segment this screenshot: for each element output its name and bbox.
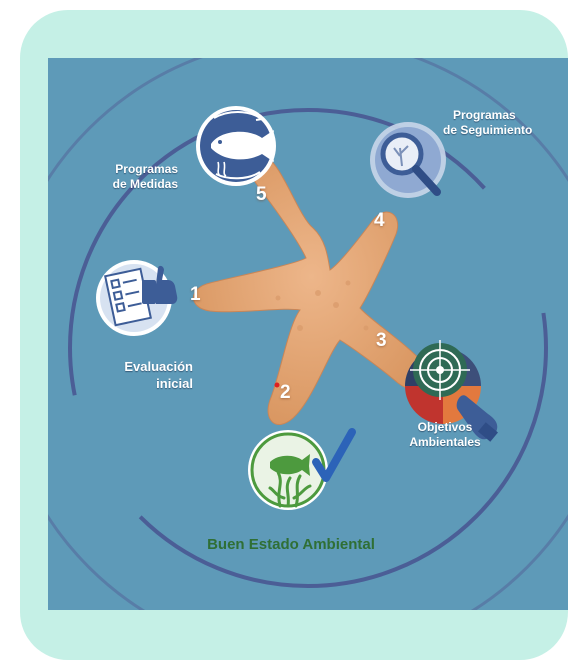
red-dot-marker <box>274 382 280 388</box>
cycle-ring <box>68 108 548 588</box>
step-number-5: 5 <box>256 184 267 205</box>
label-programas-medidas: Programas de Medidas <box>88 162 178 192</box>
starfish <box>193 155 430 425</box>
label-objetivos-ambientales: Objetivos Ambientales <box>400 420 490 450</box>
checkmark-icon <box>312 428 356 482</box>
label-line: Buen Estado Ambiental <box>207 536 375 553</box>
step-number-1: 1 <box>190 284 201 305</box>
step-number-2: 2 <box>280 382 291 403</box>
thumbs-up-icon <box>142 265 178 304</box>
seaweed-fish-icon <box>248 430 328 510</box>
label-evaluacion-inicial: Evaluación inicial <box>103 358 193 392</box>
fish-icon <box>196 106 276 186</box>
label-line: inicial <box>156 376 193 391</box>
starfish-texture <box>275 280 369 331</box>
label-line: Ambientales <box>409 435 481 449</box>
label-line: de Medidas <box>112 177 178 191</box>
step-number-3: 3 <box>376 330 387 351</box>
label-buen-estado-ambiental: Buen Estado Ambiental <box>196 536 386 553</box>
label-line: Evaluación <box>124 359 193 374</box>
pointing-hand-icon <box>456 395 498 442</box>
label-line: Objetivos <box>417 420 473 434</box>
msfd-cycle-diagram: 1 2 3 4 5 Evaluación inicial Buen Estado… <box>48 58 568 610</box>
label-line: de Seguimiento <box>443 123 533 137</box>
label-line: Programas <box>115 162 178 176</box>
magnifier-icon <box>370 122 446 198</box>
label-line: Programas <box>453 108 516 122</box>
diagram-canvas <box>48 58 568 610</box>
label-programas-seguimiento: Programas de Seguimiento <box>443 108 553 138</box>
step-number-4: 4 <box>374 210 385 231</box>
